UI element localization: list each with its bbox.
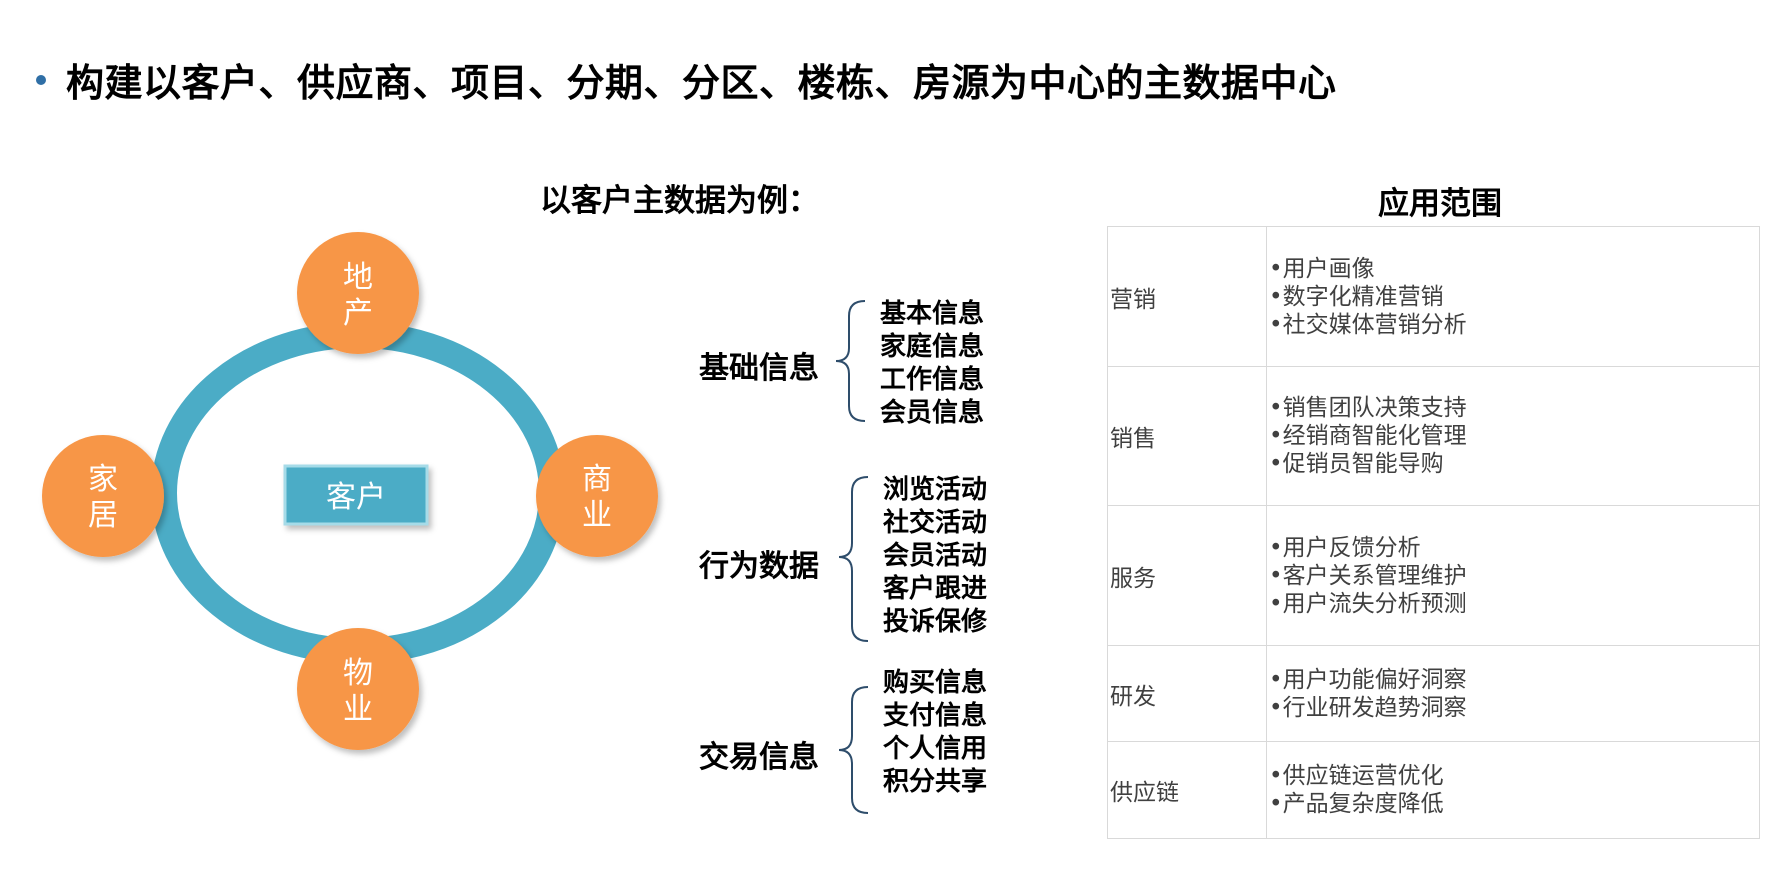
center-box: 客户 (283, 464, 429, 526)
node-commercial-top: 商 (582, 462, 612, 497)
table-cell-items: •供应链运营优化 •产品复杂度降低 (1266, 741, 1760, 839)
app-scope-table: 营销 •用户画像 •数字化精准营销 •社交媒体营销分析 销售 •销售团队决策支持… (1107, 226, 1760, 839)
group-items-transaction-info: 购买信息 支付信息 个人信用 积分共享 (883, 667, 987, 799)
node-home-furnishing (42, 435, 164, 557)
node-home-furnishing-top: 家 (88, 462, 118, 497)
list-item: •社交媒体营销分析 (1269, 311, 1467, 338)
list-item: 会员活动 (883, 541, 988, 571)
node-home-furnishing-bottom: 居 (88, 498, 118, 533)
table-row: 研发 •用户功能偏好洞察 •行业研发趋势洞察 (1107, 645, 1760, 742)
node-real-estate (297, 232, 419, 354)
table-row: 供应链 •供应链运营优化 •产品复杂度降低 (1107, 741, 1760, 839)
list-item: 支付信息 (883, 701, 988, 731)
node-property-mgmt-top: 物 (343, 656, 373, 691)
list-item: 社交活动 (883, 508, 988, 538)
list-item: 会员信息 (880, 398, 985, 428)
list-item: 积分共享 (883, 767, 988, 797)
list-item: •行业研发趋势洞察 (1269, 694, 1467, 721)
list-item: •供应链运营优化 (1269, 763, 1444, 789)
table-cell-items: •用户画像 •数字化精准营销 •社交媒体营销分析 (1266, 226, 1760, 367)
list-item: •客户关系管理维护 (1269, 562, 1467, 589)
list-item: •经销商智能化管理 (1269, 423, 1467, 449)
list-item: •用户画像 (1269, 255, 1375, 282)
list-item: •用户功能偏好洞察 (1269, 666, 1467, 693)
list-item: •用户反馈分析 (1269, 534, 1421, 561)
list-item: 购买信息 (883, 668, 988, 698)
list-item: 家庭信息 (880, 332, 985, 362)
node-real-estate-top: 地 (343, 260, 373, 295)
list-item: •用户流失分析预测 (1269, 590, 1467, 617)
node-real-estate-bottom: 产 (343, 296, 373, 331)
center-label: 客户 (326, 480, 386, 515)
headline-text: 构建以客户、供应商、项目、分期、分区、楼栋、房源为中心的主数据中心 (66, 61, 1337, 105)
group-label-transaction-info: 交易信息 (699, 740, 819, 775)
headline: 构建以客户、供应商、项目、分期、分区、楼栋、房源为中心的主数据中心 (36, 52, 1337, 107)
list-item: •产品复杂度降低 (1269, 791, 1444, 817)
table-cell-items: •用户功能偏好洞察 •行业研发趋势洞察 (1266, 645, 1760, 742)
list-item: 客户跟进 (883, 574, 988, 604)
example-title: 以客户主数据为例： (540, 183, 819, 219)
list-item: 基本信息 (880, 299, 985, 329)
list-item: •数字化精准营销 (1269, 283, 1444, 310)
node-commercial-bottom: 业 (582, 498, 612, 533)
list-item: 个人信用 (883, 734, 988, 764)
list-item: 工作信息 (880, 365, 985, 395)
table-cell-items: •用户反馈分析 •客户关系管理维护 •用户流失分析预测 (1266, 505, 1760, 646)
bullet-dot-icon (36, 74, 46, 85)
brace-behavior-data (838, 476, 869, 642)
node-property-mgmt-bottom: 业 (343, 692, 373, 727)
table-row: 服务 •用户反馈分析 •客户关系管理维护 •用户流失分析预测 (1107, 505, 1760, 646)
brace-transaction-info (838, 686, 869, 814)
group-items-behavior-data: 浏览活动 社交活动 会员活动 客户跟进 投诉保修 (883, 474, 987, 639)
node-property-mgmt (297, 628, 419, 750)
table-cell-category: 销售 (1107, 366, 1267, 506)
table-cell-category: 供应链 (1107, 741, 1267, 839)
table-row: 销售 •销售团队决策支持 •经销商智能化管理 •促销员智能导购 (1107, 366, 1760, 506)
list-item: •销售团队决策支持 (1269, 395, 1467, 421)
table-row: 营销 •用户画像 •数字化精准营销 •社交媒体营销分析 (1107, 226, 1760, 367)
group-label-behavior-data: 行为数据 (699, 549, 819, 584)
list-item: 投诉保修 (883, 607, 988, 637)
node-commercial (536, 435, 658, 557)
brace-basic-info (835, 300, 866, 422)
table-cell-category: 研发 (1107, 645, 1267, 742)
table-cell-items: •销售团队决策支持 •经销商智能化管理 •促销员智能导购 (1266, 366, 1760, 506)
table-cell-category: 营销 (1107, 226, 1267, 367)
app-scope-title: 应用范围 (1378, 186, 1502, 222)
list-item: •促销员智能导购 (1269, 451, 1444, 477)
table-cell-category: 服务 (1107, 505, 1267, 646)
group-items-basic-info: 基本信息 家庭信息 工作信息 会员信息 (880, 298, 984, 430)
list-item: 浏览活动 (883, 475, 988, 505)
group-label-basic-info: 基础信息 (699, 351, 819, 386)
